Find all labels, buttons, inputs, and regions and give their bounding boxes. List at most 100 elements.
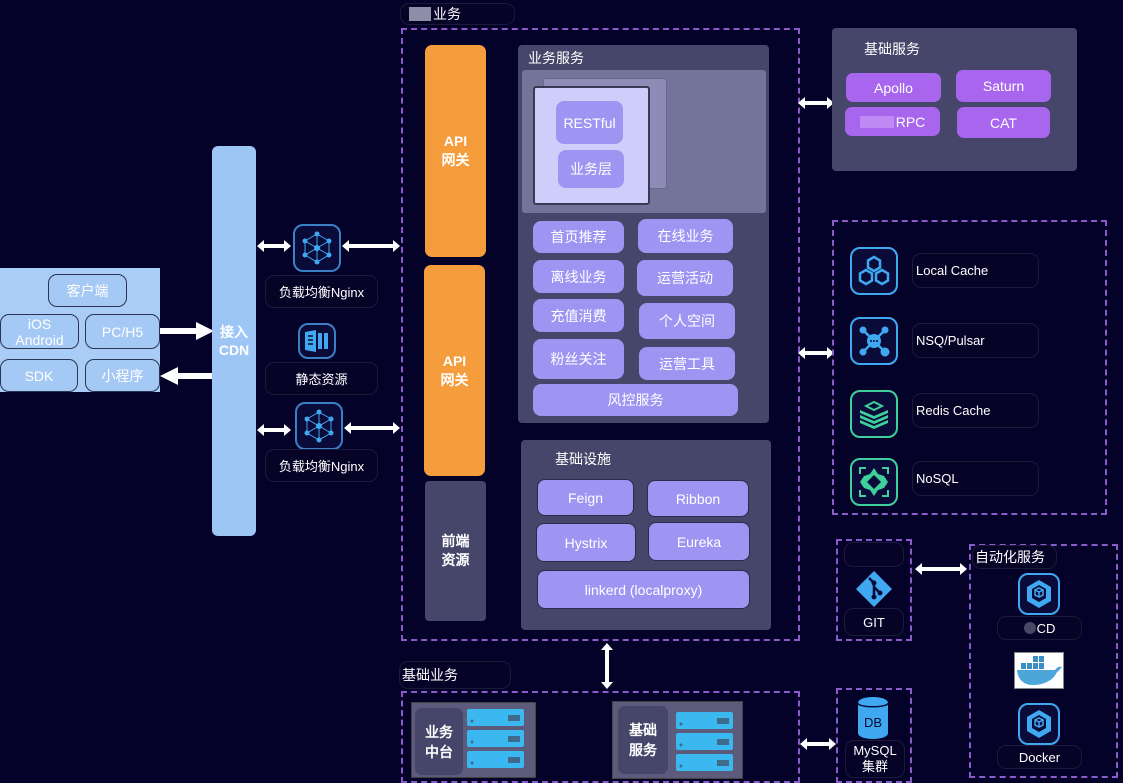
vertical-double-arrow xyxy=(601,643,613,689)
storage-label: Local Cache xyxy=(912,253,1039,288)
client-sdk[interactable]: SDK xyxy=(0,359,78,392)
api-gateway-1[interactable]: API 网关 xyxy=(425,45,486,257)
android-label: Android xyxy=(15,331,64,348)
mysql-label: MySQL 集群 xyxy=(845,740,905,778)
document-columns-icon xyxy=(305,330,328,352)
ios-label: iOS xyxy=(27,315,52,332)
double-arrow xyxy=(798,347,834,359)
saturn-box[interactable]: Saturn xyxy=(956,70,1051,102)
automation-title-box: 自动化服务 xyxy=(972,545,1057,569)
business-layer-box[interactable]: 业务层 xyxy=(558,150,624,188)
apollo-box[interactable]: Apollo xyxy=(846,73,941,102)
cat-box[interactable]: CAT xyxy=(957,107,1050,138)
restful-box[interactable]: RESTful xyxy=(556,101,623,144)
client-miniprogram[interactable]: 小程序 xyxy=(85,359,160,392)
feign-box[interactable]: Feign xyxy=(537,479,634,516)
cdn-label-2: CDN xyxy=(218,342,250,358)
docker-icon-box xyxy=(1018,703,1060,745)
platform-line-1: 业务 xyxy=(425,723,453,740)
nosql-icon-box xyxy=(850,458,898,506)
double-arrow xyxy=(257,424,291,436)
db-glyph: DB xyxy=(864,715,882,730)
mysql-region xyxy=(836,688,912,783)
cd-icon-box xyxy=(1018,573,1060,615)
service-item[interactable]: 个人空间 xyxy=(639,303,735,339)
nginx-icon-top xyxy=(293,224,341,272)
gateway2-label-1: API xyxy=(442,352,467,369)
hex-cube-icon xyxy=(1027,710,1051,738)
rpc-label: RPC xyxy=(895,113,926,130)
git-label: GIT xyxy=(844,608,904,636)
risk-control-service[interactable]: 风控服务 xyxy=(533,384,738,416)
service-item[interactable]: 充值消费 xyxy=(533,299,624,332)
ribbon-box[interactable]: Ribbon xyxy=(647,480,749,517)
service-item[interactable]: 运营工具 xyxy=(639,347,735,380)
docker-label: Docker xyxy=(997,745,1082,769)
storage-region xyxy=(832,220,1107,515)
nginx-icon-bottom xyxy=(295,402,343,450)
business-region xyxy=(401,28,800,641)
gateway1-label-2: 网关 xyxy=(441,152,470,168)
git-empty-label xyxy=(844,542,904,567)
gateway1-label-1: API xyxy=(443,133,468,149)
eureka-box[interactable]: Eureka xyxy=(648,522,750,561)
service-item[interactable]: 运营活动 xyxy=(637,260,733,296)
rpc-box[interactable]: RPC xyxy=(845,107,940,136)
redacted-block xyxy=(409,7,431,21)
double-arrow xyxy=(342,240,400,252)
server-rack-icon xyxy=(676,712,733,774)
base-services-title: 基础服务 xyxy=(864,41,920,57)
redacted-block xyxy=(1023,622,1036,634)
frontend-label-2: 资源 xyxy=(441,552,470,568)
cdn-label-1: 接入 xyxy=(220,324,248,340)
gateway2-label-2: 网关 xyxy=(440,371,469,388)
cd-text: CD xyxy=(1036,620,1056,636)
hex-cube-icon xyxy=(1027,580,1051,608)
business-title: 业务 xyxy=(433,6,461,22)
stack-layers-icon xyxy=(860,400,888,429)
client-pc-h5[interactable]: PC/H5 xyxy=(85,314,160,349)
git-region xyxy=(836,539,912,641)
basic-business-region xyxy=(401,691,800,783)
storage-label: Redis Cache xyxy=(912,393,1039,428)
business-services-title: 业务服务 xyxy=(528,50,584,66)
double-arrow xyxy=(915,563,967,575)
base-service-line-1: 基础 xyxy=(629,722,657,738)
message-hub-icon xyxy=(859,326,890,357)
service-item[interactable]: 在线业务 xyxy=(638,219,733,253)
double-arrow xyxy=(344,422,400,434)
base-service-line-2: 服务 xyxy=(629,742,657,758)
service-item[interactable]: 粉丝关注 xyxy=(533,339,624,379)
base-service-label-box: 基础 服务 xyxy=(618,706,668,774)
infra-title: 基础设施 xyxy=(555,451,611,467)
service-item[interactable]: 离线业务 xyxy=(533,260,624,293)
static-resource-label: 静态资源 xyxy=(265,362,378,395)
basic-business-title-box: 基础业务 xyxy=(399,661,511,689)
client-ios-android[interactable]: iOS Android xyxy=(0,314,79,349)
linkerd-box[interactable]: linkerd (localproxy) xyxy=(537,570,750,609)
nginx-label-bottom: 负载均衡Nginx xyxy=(265,449,378,482)
docker-whale-icon xyxy=(1014,652,1064,689)
service-item[interactable]: 首页推荐 xyxy=(533,221,624,253)
arrow-left xyxy=(160,367,214,385)
storage-label: NoSQL xyxy=(912,461,1039,496)
nosql-diamond-icon xyxy=(859,467,889,497)
redacted-block xyxy=(859,115,894,128)
redis-icon-box xyxy=(850,390,898,438)
hexagons-icon xyxy=(858,255,890,286)
arrow-right xyxy=(160,322,214,340)
double-arrow xyxy=(257,240,291,252)
cd-label: CD xyxy=(997,616,1082,640)
frontend-label-1: 前端 xyxy=(441,533,470,549)
business-title-box: 业务 xyxy=(400,3,515,25)
client-title: 客户端 xyxy=(48,274,127,307)
git-icon xyxy=(856,571,892,607)
network-cube-icon xyxy=(304,409,334,443)
api-gateway-2[interactable]: API 网关 xyxy=(424,265,485,476)
static-icon-box xyxy=(298,323,336,359)
double-arrow xyxy=(798,97,834,109)
mysql-line-2: 集群 xyxy=(861,759,888,774)
frontend-resource[interactable]: 前端 资源 xyxy=(425,481,486,621)
storage-label: NSQ/Pulsar xyxy=(912,323,1039,358)
hystrix-box[interactable]: Hystrix xyxy=(536,523,636,562)
